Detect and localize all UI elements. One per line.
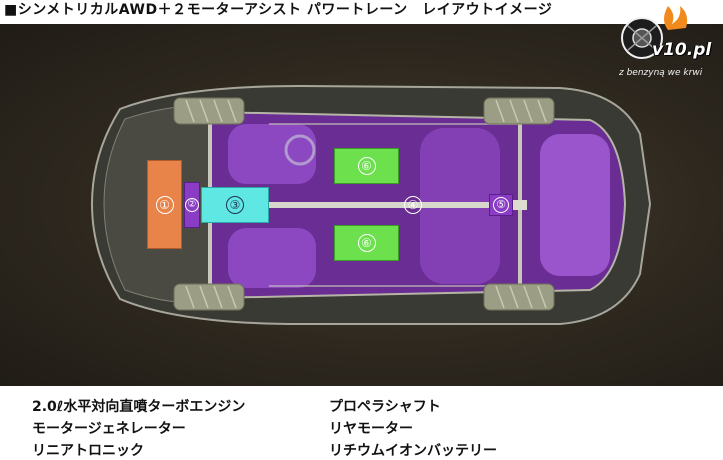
seat-front-left xyxy=(228,124,316,184)
logo-brand-text: v10.pl xyxy=(652,40,712,60)
wheel-front-left xyxy=(173,97,245,125)
wheel-rear-left xyxy=(483,97,555,125)
battery-lower-block: ⑥ xyxy=(334,225,399,261)
battery-lower-number: ⑥ xyxy=(357,234,376,252)
rear-motor-block: ⑤ xyxy=(489,194,513,216)
legend-item-battery: リチウムイオンバッテリー xyxy=(329,443,497,459)
steering-wheel xyxy=(284,134,316,166)
battery-upper-block: ⑥ xyxy=(334,148,399,184)
generator-number: ② xyxy=(185,198,199,212)
battery-upper-number: ⑥ xyxy=(357,157,376,175)
linear-number: ③ xyxy=(226,196,244,214)
rear-motor-number: ⑤ xyxy=(493,197,509,213)
lineartronic-block: ③ xyxy=(201,187,269,223)
engine-block: ① xyxy=(147,160,182,249)
legend-item-rear-motor: リヤモーター xyxy=(329,421,413,437)
wheel-front-right xyxy=(173,283,245,311)
rear-deck xyxy=(540,134,610,276)
seat-front-right xyxy=(228,228,316,288)
engine-number: ① xyxy=(155,195,174,214)
legend-item-engine: 2.0ℓ水平対向直噴ターボエンジン xyxy=(32,399,246,415)
page-title: ■シンメトリカルAWD＋２モーターアシスト パワートレーン レイアウトイメージ xyxy=(4,2,553,18)
legend-item-motor-generator: モータージェネレーター xyxy=(32,421,186,437)
v10-logo-icon xyxy=(621,6,688,59)
tire-treads xyxy=(185,99,547,309)
rear-shaft-stub xyxy=(513,200,527,210)
propeller-shaft-label: ④ xyxy=(400,194,426,216)
propeller-shaft xyxy=(269,202,519,208)
shaft-number: ④ xyxy=(404,196,422,214)
motor-generator-block: ② xyxy=(184,182,200,228)
legend-item-lineartronic: リニアトロニック xyxy=(32,443,144,459)
wheel-rear-right xyxy=(483,283,555,311)
logo-tagline: z benzyną we krwi xyxy=(619,68,703,78)
legend-item-propeller-shaft: プロペラシャフト xyxy=(329,399,441,415)
car-layout-image: ① ② ③ ④ ⑤ ⑥ ⑥ xyxy=(0,24,723,386)
